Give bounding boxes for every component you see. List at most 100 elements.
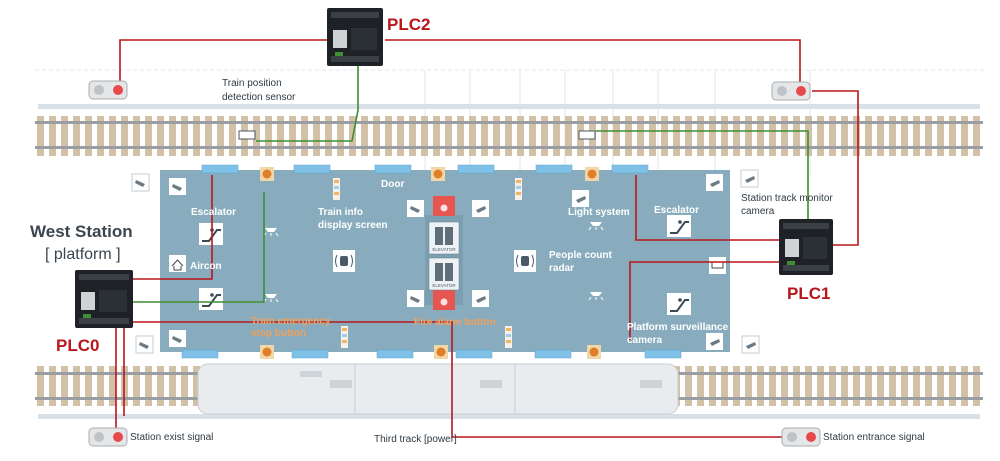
camera-icon: [135, 335, 154, 354]
doors-bottom: [181, 349, 682, 359]
emergency-stop-button-icon: [587, 345, 601, 359]
info-screens: [333, 178, 522, 348]
camera-icon: [169, 178, 186, 195]
surveillance-label-2: camera: [627, 335, 662, 346]
escalator-icon: [667, 215, 691, 237]
elevators: ELEVATOR ELEVATOR: [428, 221, 460, 291]
radars: [333, 250, 536, 272]
escalator-icon: [199, 288, 223, 310]
doors-top: [201, 164, 649, 174]
station-subtitle: [ platform ]: [45, 246, 121, 263]
radar-icon: [333, 250, 355, 272]
camera-icon: [131, 173, 150, 192]
emergency-stop-label-1: Train emergency: [251, 316, 331, 327]
emergency-stop-button-icon: [260, 345, 274, 359]
camera-icon: [407, 200, 424, 217]
camera-icon: [740, 169, 759, 188]
fire-alarm-boxes: [433, 196, 455, 310]
info-screen-label-1: Train info: [318, 207, 363, 218]
track-camera-label-1: Station track monitor: [741, 193, 833, 204]
escalators: [199, 215, 691, 315]
wire-plc2-sensor: [256, 60, 359, 142]
display-screen-icon: [341, 326, 348, 348]
wire-plc2-signal-right: [385, 39, 801, 87]
aircon-icon: [709, 257, 726, 274]
fire-alarm-icon: [433, 290, 455, 310]
entrance-signal-label: Station entrance signal: [823, 432, 925, 443]
signal-light-icon: [88, 427, 128, 447]
door-panel: [534, 349, 572, 359]
display-screen-icon: [333, 178, 340, 200]
plc0-unit: [75, 270, 133, 328]
track-camera-label-2: camera: [741, 206, 775, 217]
train-sensor-label-1: Train position: [222, 78, 282, 89]
emergency-stop-label-2: stop button: [251, 328, 306, 339]
emergency-stop-button-icon: [431, 167, 445, 181]
camera-icon: [472, 200, 489, 217]
emergency-buttons: [260, 167, 601, 359]
wire-plc2-signal-left: [119, 39, 328, 87]
train-sensor-label-2: detection sensor: [222, 92, 296, 103]
escalator-icon: [199, 223, 223, 245]
elevator-icon: ELEVATOR: [428, 221, 460, 255]
plc0-label: PLC0: [56, 336, 99, 355]
third-track-label: Third track [power]: [374, 434, 457, 445]
plc2-unit: [327, 8, 383, 66]
escalator-right-label: Escalator: [654, 205, 699, 216]
camera-icon: [407, 290, 424, 307]
wire-plc1-sensor: [596, 130, 809, 222]
camera-icon: [741, 335, 760, 354]
door-panel: [181, 349, 219, 359]
elevator-label: ELEVATOR: [432, 247, 456, 252]
signal-light-icon: [771, 81, 811, 101]
wire-plc0-lights: [131, 192, 265, 303]
camera-icon: [706, 174, 723, 191]
camera-icon: [572, 190, 589, 207]
light-icon: [263, 294, 279, 303]
upper-track: [35, 104, 983, 156]
door-panel: [376, 349, 414, 359]
door-panel: [457, 164, 495, 174]
wire-plc1-signal: [812, 90, 859, 246]
display-screen-icon: [505, 326, 512, 348]
plc1-label: PLC1: [787, 284, 830, 303]
light-icon: [263, 228, 279, 237]
people-radar-label-1: People count: [549, 250, 612, 261]
station-name: West Station: [30, 222, 133, 241]
camera-icon: [169, 330, 186, 347]
fire-alarm-icon: [433, 196, 455, 216]
aircon-label: Aircon: [190, 261, 222, 272]
wire-plc0-escalator: [131, 175, 213, 280]
sensor-icon: [578, 130, 596, 140]
door-panel: [535, 164, 573, 174]
escalator-left-label: Escalator: [191, 207, 236, 218]
plc2-label: PLC2: [387, 15, 430, 34]
wire-plc1-escalator: [635, 175, 780, 241]
aircon-icon: [169, 255, 186, 272]
emergency-stop-button-icon: [260, 167, 274, 181]
door-panel: [293, 164, 331, 174]
signal-light-icon: [88, 80, 128, 100]
door-panel: [611, 164, 649, 174]
plc1-unit: [779, 219, 833, 275]
wire-plc1-camera: [629, 261, 780, 340]
wire-plc0-entrance: [131, 321, 785, 438]
background-guides: [35, 69, 985, 175]
door-panel: [291, 349, 329, 359]
door-panel: [374, 164, 412, 174]
light-icon: [588, 222, 604, 231]
fire-alarm-label: Fire alarm button: [414, 317, 496, 328]
light-icon: [588, 292, 604, 301]
display-screen-icon: [515, 178, 522, 200]
door-panel: [201, 164, 239, 174]
door-label: Door: [381, 179, 404, 190]
exit-signal-label: Station exist signal: [130, 432, 213, 443]
radar-icon: [514, 250, 536, 272]
elevator-label: ELEVATOR: [432, 283, 456, 288]
cameras: [131, 169, 760, 354]
escalator-icon: [667, 293, 691, 315]
emergency-stop-button-icon: [434, 345, 448, 359]
elevator-icon: ELEVATOR: [428, 257, 460, 291]
light-system-label: Light system: [568, 207, 630, 218]
